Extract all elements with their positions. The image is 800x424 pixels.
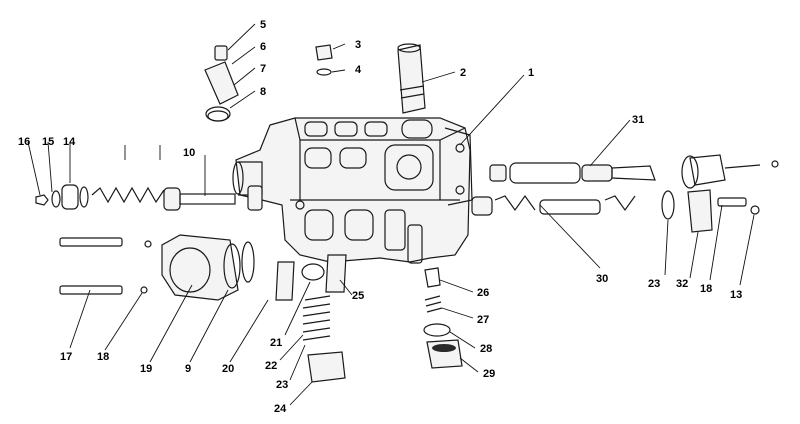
- small-cap-parts: [315, 44, 333, 76]
- callout-18-right: 18: [700, 283, 712, 295]
- callout-14: 14: [63, 136, 76, 148]
- callout-25: 25: [352, 290, 364, 302]
- callout-32: 32: [676, 278, 688, 290]
- valve-body: [232, 117, 473, 264]
- callout-1: 1: [528, 67, 534, 79]
- callout-5: 5: [260, 19, 266, 31]
- left-end-cap: [59, 234, 255, 301]
- callout-16: 16: [18, 136, 30, 148]
- callout-17: 17: [60, 351, 72, 363]
- callout-21: 21: [270, 337, 282, 349]
- callout-20: 20: [222, 363, 234, 375]
- lower-plugs: [275, 254, 347, 383]
- callout-6: 6: [260, 41, 266, 53]
- callout-18-left: 18: [97, 351, 109, 363]
- callout-23-right: 23: [648, 278, 660, 290]
- callout-4: 4: [355, 64, 362, 76]
- callout-30: 30: [596, 273, 608, 285]
- callout-15: 15: [42, 136, 54, 148]
- callout-7: 7: [260, 63, 266, 75]
- callout-10: 10: [183, 147, 195, 159]
- callout-26: 26: [477, 287, 489, 299]
- callout-19: 19: [140, 363, 152, 375]
- callout-22: 22: [265, 360, 277, 372]
- right-spool-upper: [489, 154, 779, 189]
- callout-23-left: 23: [276, 379, 288, 391]
- callout-29: 29: [483, 368, 495, 380]
- callout-24: 24: [274, 403, 287, 415]
- callout-31: 31: [632, 114, 644, 126]
- callout-2: 2: [460, 67, 466, 79]
- callout-3: 3: [355, 39, 361, 51]
- upper-left-fitting: [204, 45, 239, 122]
- callout-8: 8: [260, 86, 266, 98]
- left-spool-assembly: [35, 145, 263, 211]
- callout-28: 28: [480, 343, 492, 355]
- lower-right-plug: [423, 267, 463, 369]
- right-spool-lower: [471, 189, 760, 233]
- callout-9: 9: [185, 363, 191, 375]
- callout-labels: 1 2 3 4 5 6 7 8 31 30 23 32 18 13 10 14 …: [18, 19, 742, 415]
- callout-13: 13: [730, 289, 742, 301]
- solenoid-cartridge: [397, 43, 426, 114]
- callout-27: 27: [477, 314, 489, 326]
- leader-lines: [27, 23, 755, 406]
